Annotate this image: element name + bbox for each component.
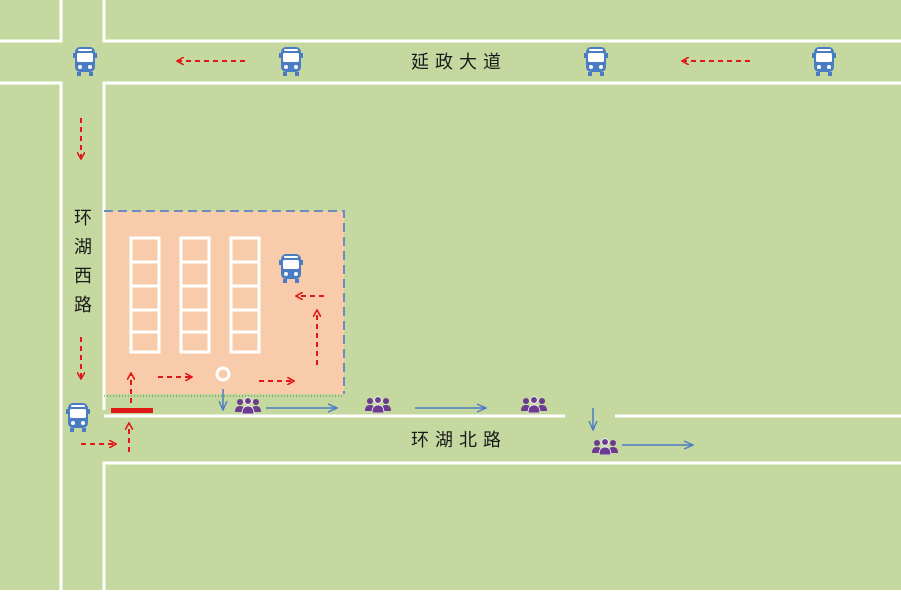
- vehicle-flow-arrows: [81, 61, 750, 452]
- entry-stop-bar: [111, 408, 153, 413]
- road-label-left: 环 湖 西 路: [74, 208, 92, 316]
- parking-bay-2: [179, 236, 211, 354]
- parking-bays: [129, 236, 261, 354]
- pedestrian-flow-arrows: [223, 389, 692, 445]
- svg-text:环: 环: [74, 208, 92, 229]
- svg-text:西: 西: [74, 266, 92, 287]
- svg-text:湖: 湖: [74, 237, 92, 258]
- svg-text:路: 路: [74, 295, 92, 316]
- ring-marker-icon: [215, 366, 231, 382]
- parking-lot: [104, 210, 345, 397]
- map-bottom-strip: [0, 590, 901, 611]
- road-label-top: 延政大道: [411, 52, 507, 73]
- parking-bay-3: [229, 236, 261, 354]
- road-label-bottom: 环湖北路: [411, 430, 507, 451]
- parking-bay-1: [129, 236, 161, 354]
- road-edges: [0, 0, 901, 590]
